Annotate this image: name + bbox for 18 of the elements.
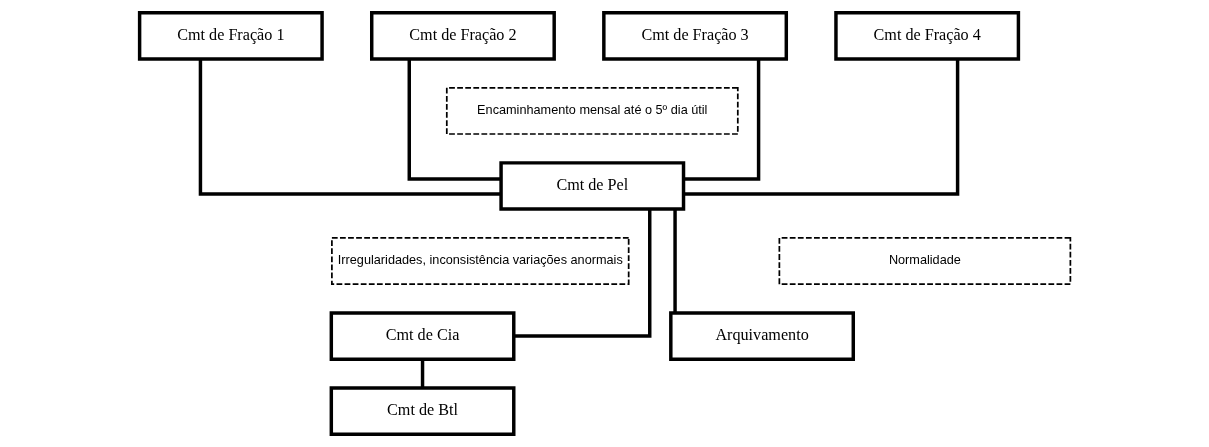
connector [513, 209, 651, 338]
node-box: Cmt de Pel [498, 161, 685, 211]
node-box: Cmt de Btl [329, 386, 515, 436]
node-box: Encaminhamento mensal até o 5º dia útil [445, 86, 739, 135]
connector [683, 59, 760, 181]
node-box: Irregularidades, inconsistência variações anormais [330, 237, 630, 285]
node-box: Cmt de Fração 1 [137, 11, 324, 61]
node-box: Cmt de Fração 2 [369, 11, 556, 61]
connector [672, 209, 677, 313]
node-box: Arquivamento [668, 311, 855, 361]
node-box: Cmt de Fração 4 [833, 11, 1020, 61]
node-box: Normalidade [778, 237, 1071, 285]
node-box: Cmt de Cia [329, 311, 515, 361]
connector [198, 59, 501, 196]
connector [407, 59, 501, 181]
connector [683, 59, 959, 196]
connector [420, 359, 424, 388]
node-box: Cmt de Fração 3 [601, 11, 788, 61]
